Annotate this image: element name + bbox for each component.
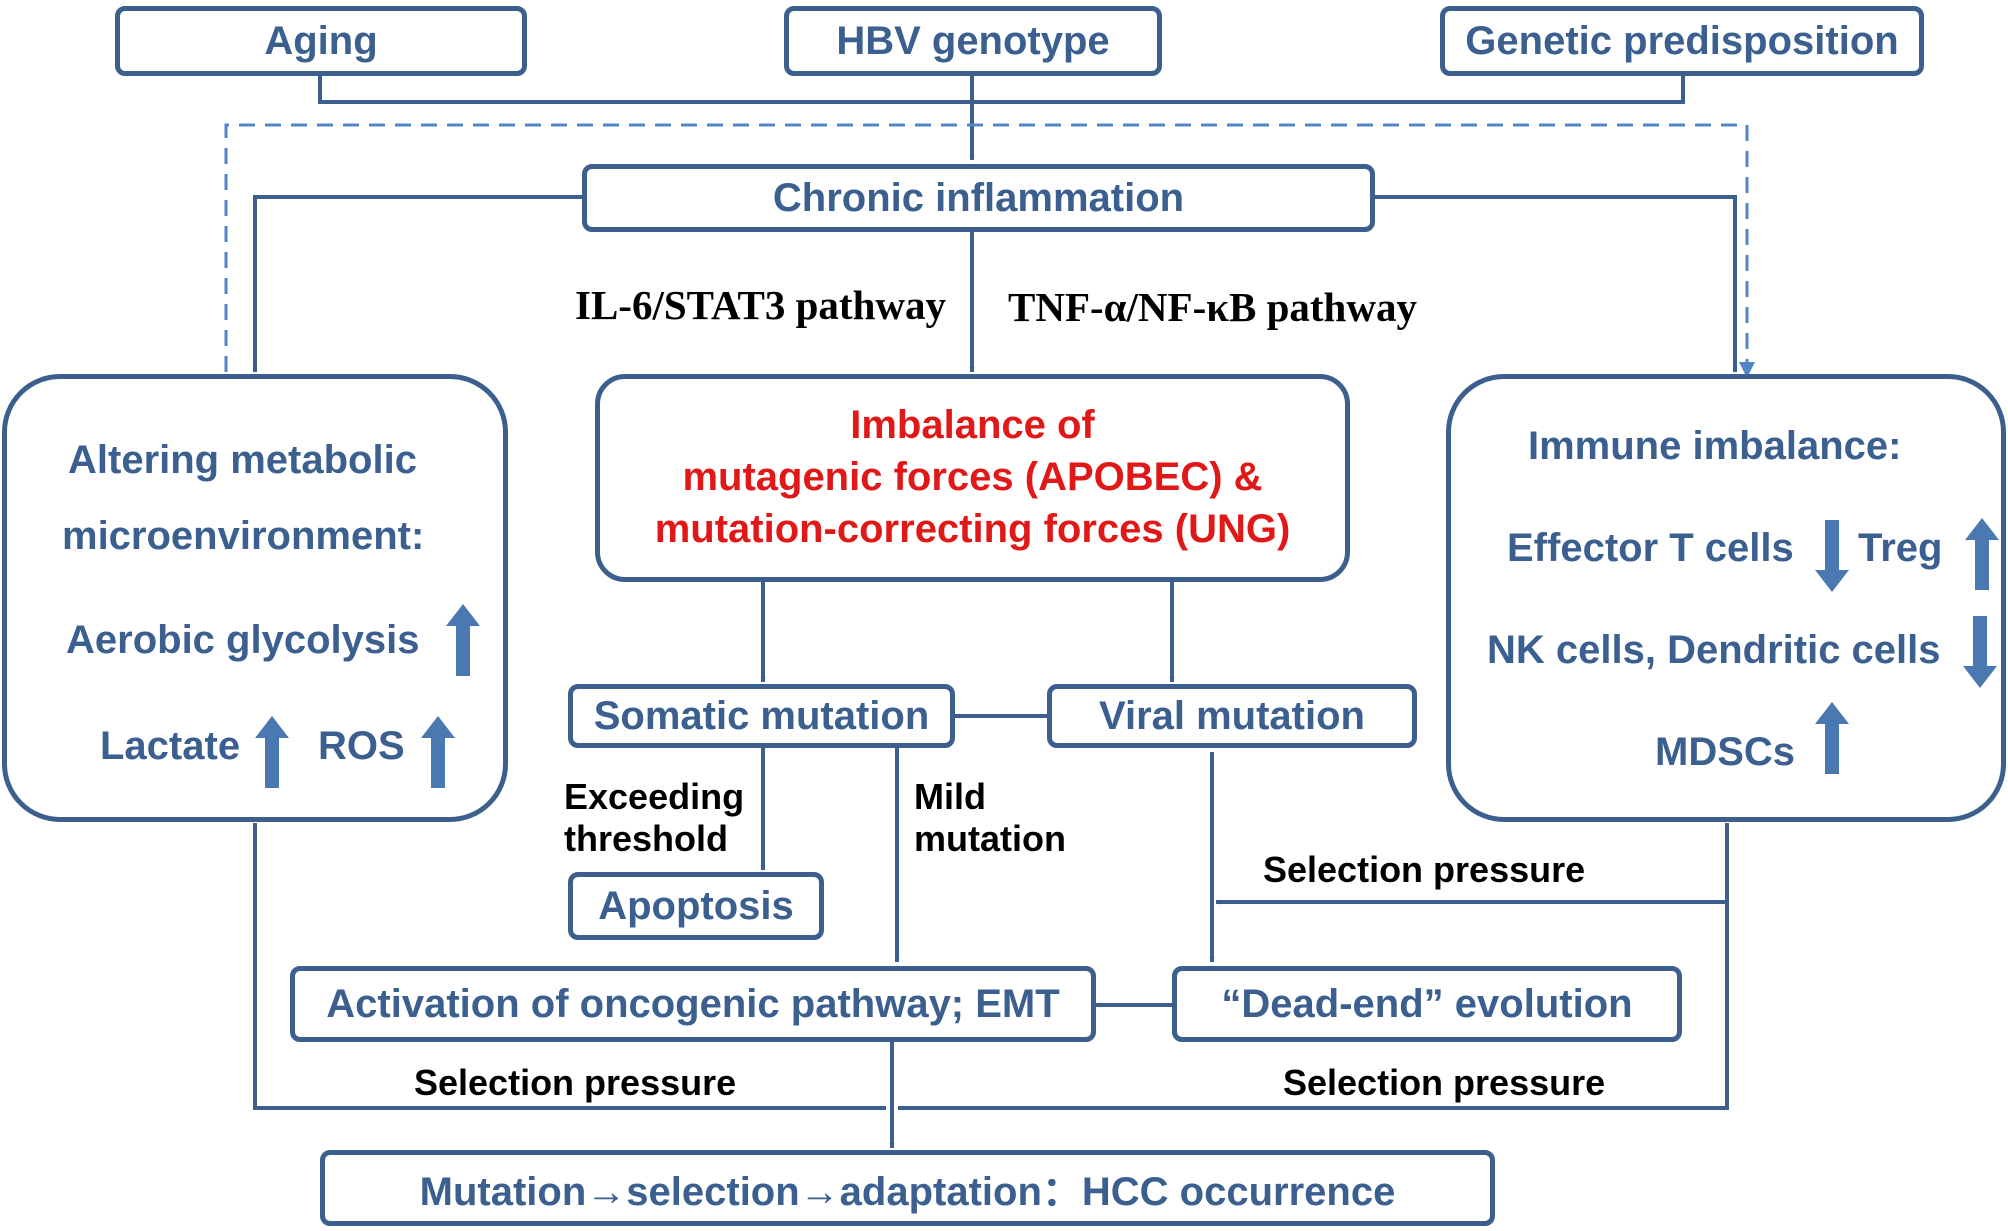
top-join-line	[318, 75, 1685, 104]
metabolic-selection-arrow	[253, 823, 887, 1111]
imbalance-line1: Imbalance of	[850, 403, 1095, 447]
exceeding-line1: Exceeding	[564, 776, 745, 817]
il6-pathway-label: IL-6/STAT3 pathway	[575, 282, 946, 328]
nk-dendritic-label: NK cells, Dendritic cells	[1487, 628, 1941, 672]
viral-mutation-box: Viral mutation	[1047, 684, 1417, 748]
exceeding-threshold-label: Exceeding threshold	[564, 776, 744, 860]
immune-title: Immune imbalance:	[1528, 424, 1902, 468]
somatic-mutation-label: Somatic mutation	[593, 693, 930, 738]
arrow-up-icon	[1965, 518, 1999, 590]
dashed-feedback-line	[224, 123, 1749, 372]
hcc-occurrence-box: Mutation→selection→adaptation：HCC occurr…	[320, 1150, 1495, 1226]
imbalance-line2: mutagenic forces (APOBEC) &	[682, 455, 1263, 499]
mild-mutation-label: Mild mutation	[914, 776, 1066, 860]
dead-end-evolution-box: “Dead-end” evolution	[1172, 966, 1682, 1042]
lactate-label: Lactate	[100, 724, 241, 768]
hcc-occurrence-label: Mutation→selection→adaptation：HCC occurr…	[419, 1170, 1396, 1214]
somatic-mutation-box: Somatic mutation	[568, 684, 955, 748]
inflammation-to-immune-arrow	[1375, 195, 1738, 373]
arrow-up-icon	[255, 716, 289, 788]
selection-pressure-right-label: Selection pressure	[1263, 849, 1586, 890]
chronic-inflammation-label: Chronic inflammation	[772, 175, 1185, 220]
exceeding-line2: threshold	[564, 817, 729, 859]
arrow-up-icon	[446, 604, 480, 676]
arrow-down-icon	[1815, 520, 1849, 592]
selection-pressure-bottom-left-label: Selection pressure	[414, 1062, 737, 1103]
oncogenic-pathway-label: Activation of oncogenic pathway; EMT	[326, 981, 1060, 1026]
arrow-up-icon	[421, 716, 455, 788]
selection-pressure-bottom-right-label: Selection pressure	[1283, 1062, 1606, 1103]
metabolic-title-line1: Altering metabolic	[68, 438, 417, 482]
metabolic-box	[2, 374, 508, 822]
dead-end-evolution-label: “Dead-end” evolution	[1221, 981, 1633, 1026]
genetic-predisposition-label: Genetic predisposition	[1465, 18, 1899, 63]
mild-line1: Mild	[914, 776, 986, 817]
immune-box	[1446, 374, 2006, 822]
tnf-pathway-label: TNF-α/NF-κB pathway	[1008, 284, 1417, 330]
immune-selection-to-hcc-arrow	[897, 902, 1729, 1111]
treg-label: Treg	[1858, 526, 1943, 570]
hbv-genotype-box: HBV genotype	[784, 6, 1162, 76]
arrow-down-icon	[1963, 616, 1997, 688]
dashed-arrowhead	[1739, 362, 1755, 378]
viral-mutation-label: Viral mutation	[1099, 693, 1365, 738]
imbalance-box	[595, 374, 1350, 582]
genetic-predisposition-box: Genetic predisposition	[1440, 6, 1924, 76]
hbv-genotype-label: HBV genotype	[836, 18, 1110, 63]
aerobic-glycolysis-label: Aerobic glycolysis	[66, 618, 420, 662]
apoptosis-box: Apoptosis	[568, 872, 824, 940]
mild-line2: mutation	[914, 817, 1066, 859]
ros-label: ROS	[318, 724, 405, 768]
inflammation-to-metabolic-arrow	[252, 195, 582, 373]
aging-label: Aging	[264, 18, 378, 63]
apoptosis-label: Apoptosis	[598, 883, 794, 928]
chronic-inflammation-box: Chronic inflammation	[582, 164, 1375, 232]
effector-t-cells-label: Effector T cells	[1507, 526, 1794, 570]
mdscs-label: MDSCs	[1655, 730, 1796, 774]
oncogenic-pathway-box: Activation of oncogenic pathway; EMT	[290, 966, 1096, 1042]
aging-box: Aging	[115, 6, 527, 76]
imbalance-line3: mutation-correcting forces (UNG)	[654, 507, 1291, 551]
metabolic-title-line2: microenvironment:	[62, 514, 425, 558]
arrow-up-icon	[1815, 702, 1849, 774]
